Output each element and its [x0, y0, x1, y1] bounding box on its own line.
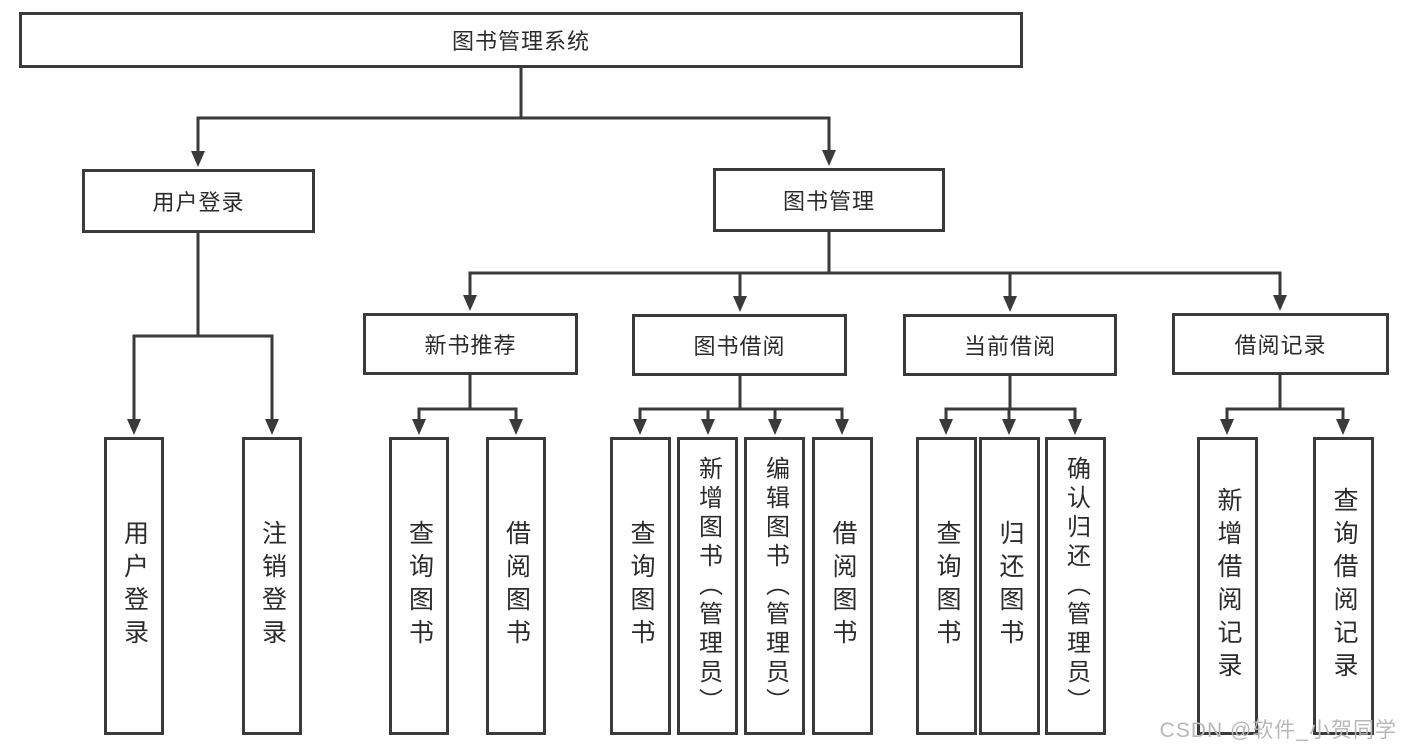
node-label: 图书管理: [782, 189, 875, 214]
node-label: 查询图书: [627, 520, 655, 652]
leaf-query-books-borrow: 查询图书: [610, 437, 671, 735]
node-book-borrow: 图书借阅: [632, 314, 847, 376]
node-label: 借阅图书: [502, 520, 531, 652]
node-label: 归还图书: [996, 520, 1024, 652]
node-new-book-recommend: 新书推荐: [363, 313, 578, 375]
node-label: 用户登录: [120, 520, 149, 652]
leaf-edit-book-admin: 编辑图书（管理员）: [744, 437, 805, 735]
node-label: 新书推荐: [424, 333, 517, 358]
leaf-confirm-return-admin: 确认归还（管理员）: [1045, 437, 1106, 735]
leaf-query-borrow-record: 查询借阅记录: [1313, 437, 1374, 735]
leaf-user-login: 用户登录: [104, 437, 164, 735]
leaf-add-borrow-record: 新增借阅记录: [1197, 437, 1258, 735]
node-label: 图书管理系统: [451, 29, 590, 54]
node-current-borrow: 当前借阅: [903, 314, 1117, 376]
node-label: 确认归还（管理员）: [1062, 455, 1090, 717]
leaf-query-books-recommend: 查询图书: [389, 437, 449, 735]
node-label: 新增借阅记录: [1214, 487, 1242, 685]
node-label: 借阅记录: [1234, 333, 1327, 358]
node-label: 查询图书: [405, 520, 434, 652]
node-label: 注销登录: [258, 520, 287, 652]
leaf-borrow-books: 借阅图书: [812, 437, 873, 735]
node-label: 用户登录: [152, 190, 245, 215]
node-label: 新增图书（管理员）: [694, 455, 722, 717]
leaf-query-books-current: 查询图书: [916, 437, 977, 735]
node-label: 当前借阅: [963, 334, 1056, 359]
node-label: 查询图书: [933, 520, 961, 652]
watermark-text: CSDN @软件_小贺同学: [1159, 719, 1397, 742]
node-borrow-records: 借阅记录: [1172, 313, 1389, 375]
node-root: 图书管理系统: [19, 12, 1023, 68]
node-label: 借阅图书: [829, 520, 857, 652]
leaf-logout: 注销登录: [242, 437, 302, 735]
leaf-return-book: 归还图书: [979, 437, 1040, 735]
leaf-borrow-books-recommend: 借阅图书: [486, 437, 546, 735]
leaf-add-book-admin: 新增图书（管理员）: [677, 437, 738, 735]
node-user-login: 用户登录: [82, 169, 315, 233]
node-book-management: 图书管理: [713, 168, 945, 232]
node-label: 编辑图书（管理员）: [761, 455, 789, 717]
node-label: 查询借阅记录: [1330, 487, 1358, 685]
node-label: 图书借阅: [693, 334, 786, 359]
